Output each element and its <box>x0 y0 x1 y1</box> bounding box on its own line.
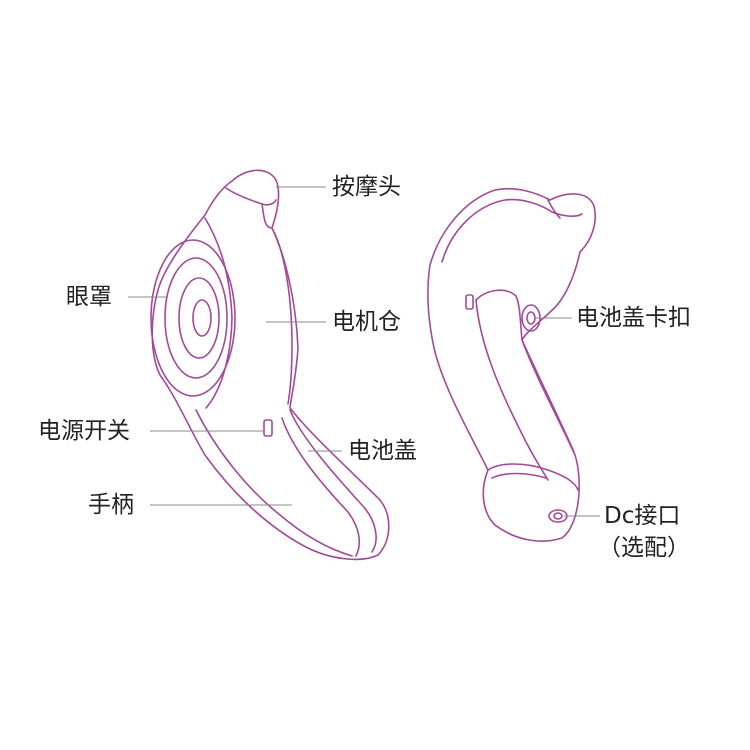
leader-lines <box>128 186 600 517</box>
label-massage-head: 按摩头 <box>332 174 401 200</box>
battery-clip-inner <box>526 311 536 325</box>
eye-mask-outer-ring <box>150 239 236 397</box>
label-optional: （选配） <box>598 535 690 561</box>
label-battery-cover-clip: 电池盖卡扣 <box>576 305 691 331</box>
label-battery-cover: 电池盖 <box>348 438 417 464</box>
label-eye-mask: 眼罩 <box>66 284 112 310</box>
eye-mask-mid-ring <box>164 257 228 379</box>
dc-port-inner <box>553 512 563 520</box>
label-handle: 手柄 <box>88 492 134 518</box>
label-power-switch: 电源开关 <box>38 418 130 444</box>
side-switch-shape <box>465 294 474 310</box>
front-view-device <box>150 169 390 561</box>
eye-mask-center <box>192 299 212 337</box>
power-switch-shape <box>263 419 273 437</box>
label-motor-compartment: 电机仓 <box>332 309 401 335</box>
eye-mask-inner-ring <box>178 277 220 359</box>
back-view-device <box>427 187 596 542</box>
label-dc-port: Dc接口 <box>604 503 681 529</box>
